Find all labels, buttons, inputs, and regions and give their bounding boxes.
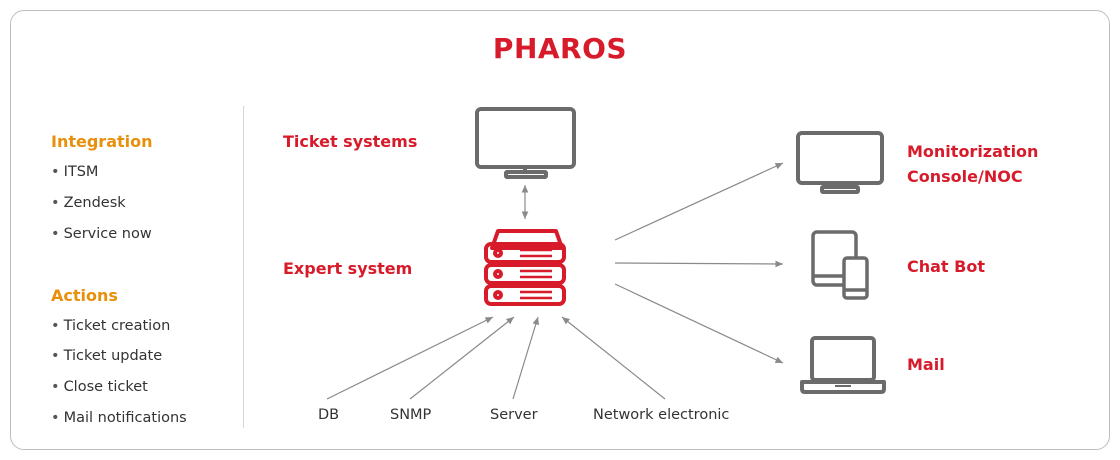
diagram-title: PHAROS	[492, 32, 628, 65]
actions-item-mail-notifications: Mail notifications	[51, 410, 187, 426]
mail-laptop-icon	[800, 336, 886, 394]
integration-item-zendesk: Zendesk	[51, 195, 126, 211]
actions-heading: Actions	[51, 286, 118, 305]
expert-system-server-icon	[484, 229, 566, 306]
arrow-from-network-electronic	[561, 316, 666, 400]
arrow-to-chat-bot	[614, 260, 784, 268]
source-db-label: DB	[318, 407, 340, 423]
chat-bot-label: Chat Bot	[907, 257, 985, 276]
chat-bot-tablet-phone-icon	[811, 230, 869, 300]
source-snmp-label: SNMP	[390, 407, 432, 423]
source-network-electronic-label: Network electronic	[593, 407, 730, 423]
arrow-to-mail	[614, 283, 784, 364]
ticket-systems-monitor-icon	[475, 107, 576, 179]
diagram-frame	[10, 10, 1110, 450]
arrow-from-snmp	[409, 316, 515, 400]
arrow-to-monitorization	[614, 162, 784, 241]
actions-item-close-ticket: Close ticket	[51, 379, 148, 395]
actions-item-ticket-creation: Ticket creation	[51, 318, 171, 334]
integration-heading: Integration	[51, 132, 153, 151]
arrow-from-db	[326, 316, 494, 400]
expert-system-label: Expert system	[283, 259, 413, 278]
panel-divider	[243, 106, 244, 428]
actions-item-ticket-update: Ticket update	[51, 348, 163, 364]
monitorization-label-line2: Console/NOC	[907, 167, 1023, 186]
monitorization-label-line1: Monitorization	[907, 142, 1039, 161]
integration-item-service-now: Service now	[51, 226, 152, 242]
source-server-label: Server	[490, 407, 538, 423]
monitorization-monitor-icon	[796, 131, 884, 194]
ticket-systems-label: Ticket systems	[283, 132, 418, 151]
integration-item-itsm: ITSM	[51, 164, 99, 180]
arrow-from-server	[512, 316, 540, 400]
mail-label: Mail	[907, 355, 945, 374]
